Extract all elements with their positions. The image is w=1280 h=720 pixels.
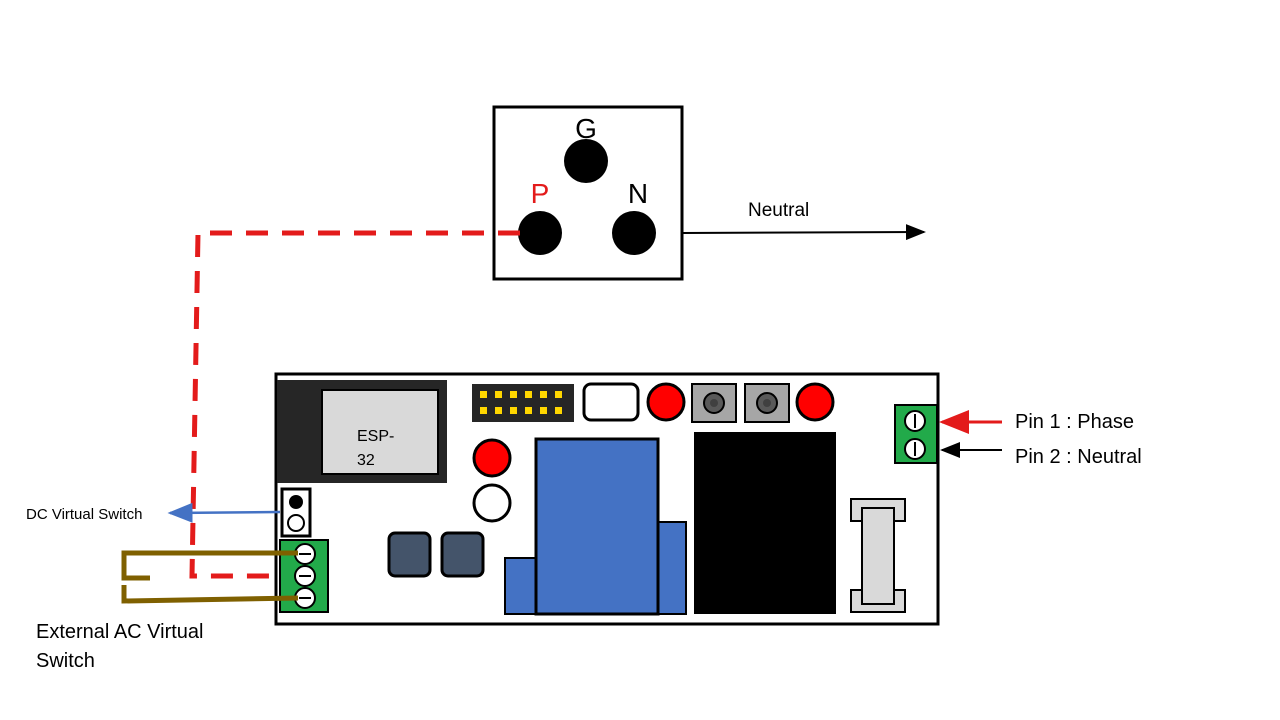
white-component [582, 382, 640, 422]
ac-switch-wires [121, 550, 299, 604]
dc-switch-label: DC Virtual Switch [26, 506, 142, 523]
dc-jumper [280, 487, 312, 538]
slate-button [440, 531, 485, 578]
push-button [691, 383, 737, 423]
ac-switch-label-line1: External AC Virtual [36, 621, 204, 643]
red-led [646, 382, 686, 422]
ground-label: G [575, 113, 597, 144]
ground-pin [564, 139, 608, 183]
pin2-label: Pin 2 : Neutral [1015, 446, 1142, 468]
neutral-pin [612, 211, 656, 255]
power-socket: G P N [492, 105, 684, 281]
pin1-label: Pin 1 : Phase [1015, 411, 1134, 433]
relay [504, 437, 687, 616]
neutral-text: Neutral [748, 200, 809, 221]
ac-switch-label-line2: Switch [36, 650, 95, 672]
neutral-arrow [681, 224, 926, 241]
power-input-terminal [894, 404, 938, 464]
neutral-label: N [628, 178, 648, 209]
esp-label-line2: 32 [357, 452, 375, 469]
phase-wire [189, 230, 520, 579]
dc-switch-arrow [167, 502, 281, 523]
power-module [694, 432, 836, 614]
esp32-module: ESP- 32 [277, 380, 447, 483]
phase-pin [518, 211, 562, 255]
red-led [795, 382, 835, 422]
relay-board: ESP- 32 [274, 372, 940, 626]
push-button [744, 383, 790, 423]
fuse [850, 498, 906, 613]
red-led [472, 438, 512, 478]
phase-label: P [531, 178, 550, 209]
white-led [472, 483, 512, 523]
pin-header [472, 384, 574, 422]
esp-label-line1: ESP- [357, 428, 394, 445]
slate-button [387, 531, 432, 578]
